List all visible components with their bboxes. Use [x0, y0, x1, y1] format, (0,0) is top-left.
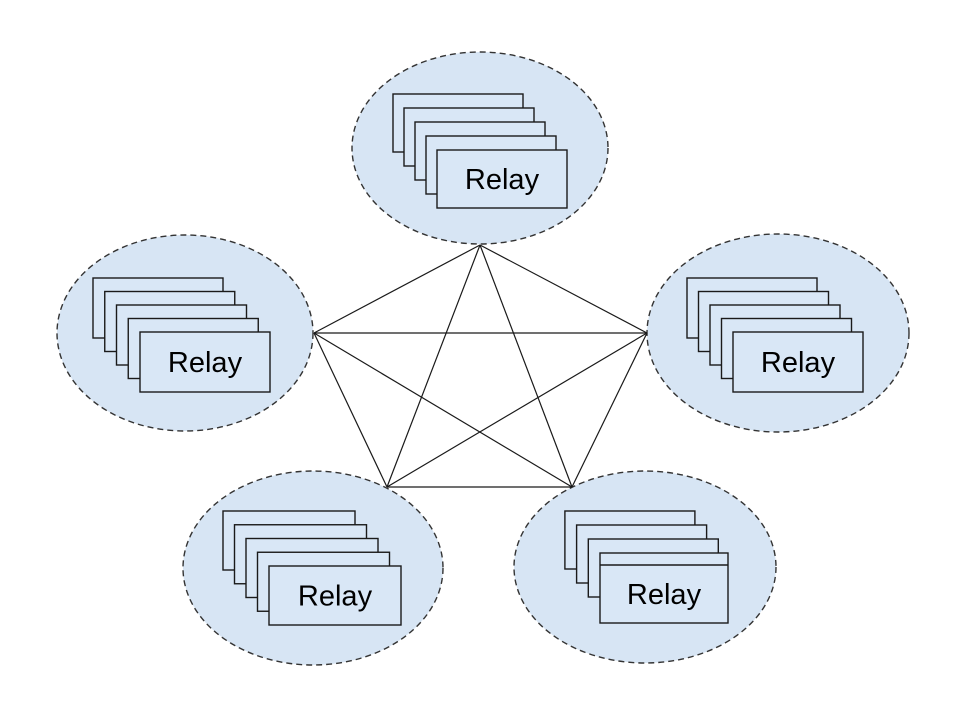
relay-cluster-left: Relay: [56, 234, 314, 432]
mesh-link-right-bottom-left: [386, 332, 648, 488]
relay-cluster-bottom-left: Relay: [182, 470, 444, 666]
relay-label: Relay: [298, 581, 373, 613]
mesh-link-top-right: [479, 244, 648, 334]
relay-label: Relay: [168, 347, 243, 379]
relay-label: Relay: [465, 164, 540, 196]
mesh-link-right-bottom-right: [571, 332, 648, 488]
relay-front-card: [732, 331, 864, 393]
mesh-link-top-bottom-left: [386, 244, 481, 488]
relay-front-card: [268, 565, 402, 626]
mesh-link-layer: [313, 244, 648, 488]
relay-front-card: [139, 331, 271, 393]
mesh-link-left-bottom-left: [313, 332, 388, 488]
relay-label: Relay: [761, 347, 836, 379]
mesh-link-top-left: [313, 244, 481, 334]
relay-label: Relay: [627, 579, 702, 611]
mesh-link-top-bottom-right: [479, 244, 573, 488]
relay-cluster-right: Relay: [646, 233, 910, 433]
relay-cluster-top: Relay: [351, 51, 609, 245]
relay-front-card: [436, 149, 568, 209]
mesh-link-left-bottom-right: [313, 332, 573, 488]
relay-cluster-bottom-right: Relay: [513, 470, 777, 664]
